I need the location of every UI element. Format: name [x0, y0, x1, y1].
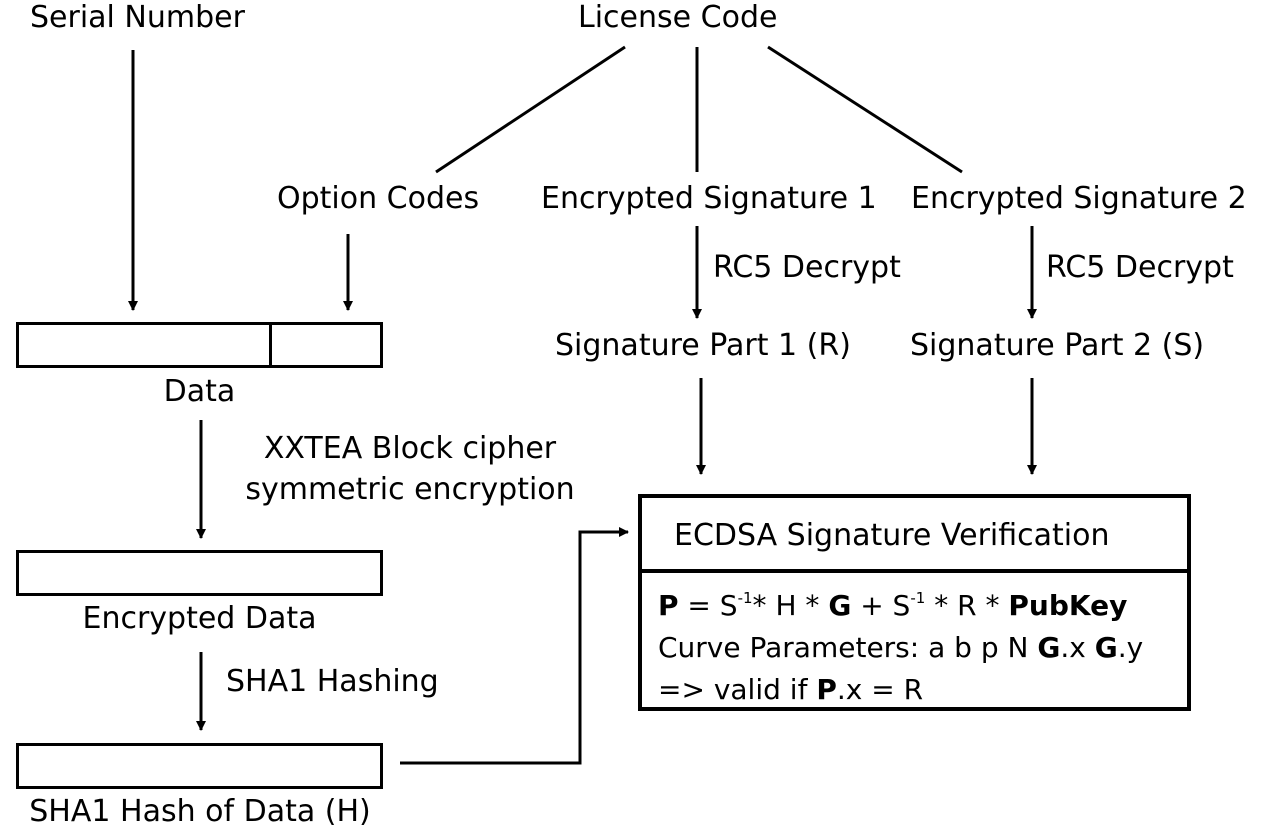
rc5-decrypt-2-label: RC5 Decrypt [1046, 250, 1234, 285]
curve-y: .y [1117, 631, 1144, 664]
xxtea-line1-label: XXTEA Block cipher [263, 431, 557, 466]
formula-inv-1: -1 [737, 588, 753, 607]
curve-g1: G [1037, 631, 1061, 664]
curve-x: .x [1060, 631, 1095, 664]
formula-h-part: * H * [752, 589, 829, 622]
xxtea-line2-label: symmetric encryption [245, 472, 575, 507]
option-codes-label: Option Codes [277, 181, 480, 216]
formula-r-part: * R * [925, 589, 1009, 622]
valid-suffix: .x = R [836, 673, 924, 706]
hash-block [16, 743, 383, 789]
encrypted-signature-1-label: Encrypted Signature 1 [541, 181, 877, 216]
formula-plus-s: + S [851, 589, 911, 622]
data-label: Data [163, 374, 236, 409]
ecdsa-title: ECDSA Signature Verification [642, 498, 1187, 573]
encrypted-data-block [16, 550, 383, 596]
data-divider [269, 325, 272, 365]
curve-prefix: Curve Parameters: a b p N [658, 631, 1038, 664]
license-to-options-line [435, 45, 626, 174]
license-to-sig2-line [767, 45, 963, 174]
rc5-decrypt-1-label: RC5 Decrypt [713, 250, 901, 285]
valid-prefix: => valid if [658, 673, 817, 706]
curve-g2: G [1094, 631, 1118, 664]
signature-part-2-label: Signature Part 2 (S) [910, 328, 1205, 363]
formula-eq-s: = S [678, 589, 738, 622]
encrypted-signature-2-label: Encrypted Signature 2 [911, 181, 1247, 216]
sha1-hashing-label: SHA1 Hashing [226, 664, 439, 699]
formula-p: P [658, 589, 679, 622]
hash-to-ecdsa-arrow [400, 527, 629, 765]
formula-inv-2: -1 [910, 588, 926, 607]
encrypted-data-label: Encrypted Data [82, 601, 317, 636]
ecdsa-valid-line: => valid if P.x = R [658, 669, 1187, 711]
ecdsa-formula-line: P = S-1* H * G + S-1 * R * PubKey [658, 585, 1187, 627]
ecdsa-body: P = S-1* H * G + S-1 * R * PubKey Curve … [642, 573, 1187, 711]
data-block [16, 322, 383, 368]
serial-number-label: Serial Number [30, 0, 245, 35]
sha1-hash-of-data-label: SHA1 Hash of Data (H) [29, 794, 371, 829]
ecdsa-verification-box: ECDSA Signature Verification P = S-1* H … [638, 494, 1191, 711]
formula-pubkey: PubKey [1008, 589, 1128, 622]
formula-g: G [828, 589, 852, 622]
valid-p: P [816, 673, 837, 706]
signature-part-1-label: Signature Part 1 (R) [555, 328, 851, 363]
license-code-label: License Code [578, 0, 778, 35]
ecdsa-curve-line: Curve Parameters: a b p N G.x G.y [658, 627, 1187, 669]
